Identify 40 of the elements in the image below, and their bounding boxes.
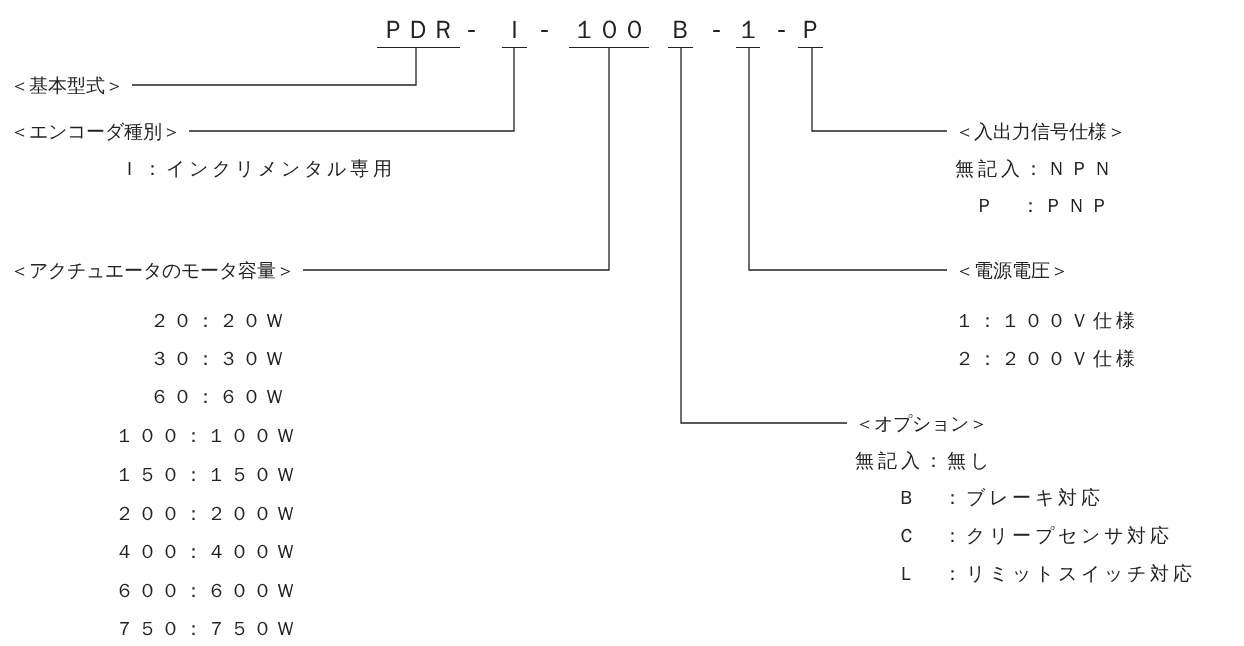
field-heading: ＜電源電圧＞: [955, 257, 1069, 283]
field-heading: ＜入出力信号仕様＞: [955, 118, 1126, 144]
separator: -: [712, 14, 722, 46]
separator: -: [540, 14, 550, 46]
option-value: Ｌ ：リミットスイッチ対応: [897, 561, 1196, 586]
model-code-segment: Ｐ: [798, 13, 823, 48]
model-code-segment: Ｉ: [502, 13, 527, 48]
model-code-segment: １００: [569, 13, 649, 48]
leader-line: [188, 47, 515, 132]
separator: -: [777, 14, 787, 46]
option-value: ４００：４００Ｗ: [115, 539, 299, 564]
option-value: ２００：２００Ｗ: [115, 501, 299, 526]
option-value: ６０：６０Ｗ: [150, 384, 288, 409]
option-value: 無記入：ＮＰＮ: [955, 156, 1116, 181]
field-heading: ＜基本型式＞: [10, 72, 124, 98]
option-value: 無記入：無し: [855, 448, 993, 473]
option-value: １００：１００Ｗ: [115, 423, 299, 448]
option-value: ７５０：７５０Ｗ: [115, 616, 299, 641]
field-heading: ＜エンコーダ種別＞: [10, 118, 181, 144]
separator: -: [467, 14, 477, 46]
leader-line: [811, 47, 948, 132]
leader-line: [748, 47, 948, 271]
model-code-segment: ＰＤＲ: [377, 13, 460, 48]
option-value: Ｐ ：ＰＮＰ: [975, 193, 1113, 218]
option-value: １：１００Ｖ仕様: [955, 308, 1139, 333]
option-value: ６００：６００Ｗ: [115, 578, 299, 603]
field-heading: ＜オプション＞: [855, 410, 988, 436]
option-value: ３０：３０Ｗ: [150, 346, 288, 371]
model-code-segment: １: [736, 13, 760, 48]
option-value: Ｃ ：クリープセンサ対応: [897, 523, 1173, 548]
leader-line: [680, 47, 848, 424]
option-value: ２：２００Ｖ仕様: [955, 346, 1139, 371]
model-code-segment: Ｂ: [668, 13, 693, 48]
option-value: １５０：１５０Ｗ: [115, 462, 299, 487]
field-heading: ＜アクチュエータのモータ容量＞: [10, 257, 295, 283]
option-value: Ｂ ：ブレーキ対応: [897, 485, 1104, 510]
leader-line: [131, 47, 417, 86]
option-value: ２０：２０Ｗ: [150, 308, 288, 333]
leader-line: [302, 47, 610, 271]
option-value: Ｉ：インクリメンタル専用: [120, 156, 396, 181]
